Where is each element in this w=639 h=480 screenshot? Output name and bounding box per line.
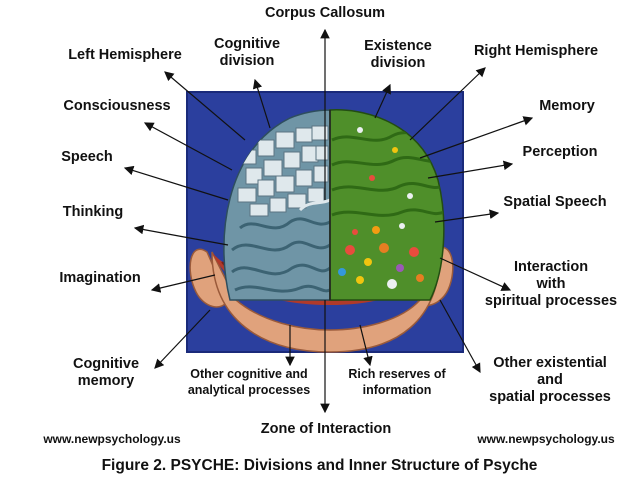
label-memory: Memory [539, 98, 595, 114]
label-line: memory [77, 373, 135, 389]
website-right: www.newpsychology.us [477, 432, 615, 446]
label-zone-of-interaction: Zone of Interaction [260, 421, 392, 437]
label-line: Cognitive [72, 356, 140, 372]
label-line: spiritual processes [484, 293, 618, 309]
label-other-cognitive: Other cognitive and analytical processes [173, 366, 325, 398]
right-brain-nature [331, 127, 444, 289]
label-consciousness: Consciousness [63, 98, 171, 114]
label-spatial-speech: Spatial Speech [503, 194, 607, 210]
label-line: division [370, 55, 426, 71]
label-line: division [219, 53, 275, 69]
label-cognitive-division: Cognitive division [200, 36, 294, 70]
label-thinking: Thinking [62, 204, 124, 220]
label-line: Existence [364, 38, 432, 54]
label-cognitive-memory: Cognitive memory [60, 356, 152, 390]
label-interaction-spiritual: Interaction with spiritual processes [470, 259, 632, 310]
left-brain-folds [231, 125, 330, 293]
label-line: Interaction [513, 259, 589, 275]
label-line: Other cognitive and [190, 367, 308, 381]
label-line: Other existential [493, 355, 607, 371]
figure-caption: Figure 2. PSYCHE: Divisions and Inner St… [101, 457, 538, 474]
label-existence-division: Existence division [350, 38, 446, 72]
label-line: Rich reserves of [348, 367, 446, 381]
pointer-arrows [123, 28, 534, 414]
label-line: analytical processes [187, 383, 311, 397]
label-imagination: Imagination [59, 270, 141, 286]
label-right-hemisphere: Right Hemisphere [473, 43, 599, 59]
label-speech: Speech [61, 149, 113, 165]
label-corpus-callosum: Corpus Callosum [264, 5, 386, 21]
label-rich-reserves: Rich reserves of information [334, 366, 460, 398]
label-line: Cognitive [213, 36, 281, 52]
label-line: with [536, 276, 566, 292]
label-other-existential: Other existential and spatial processes [470, 355, 630, 406]
label-left-hemisphere: Left Hemisphere [68, 47, 182, 63]
label-line: and [537, 372, 563, 388]
label-line: spatial processes [489, 389, 611, 405]
website-left: www.newpsychology.us [43, 432, 181, 446]
label-line: information [362, 383, 432, 397]
label-perception: Perception [522, 144, 598, 160]
